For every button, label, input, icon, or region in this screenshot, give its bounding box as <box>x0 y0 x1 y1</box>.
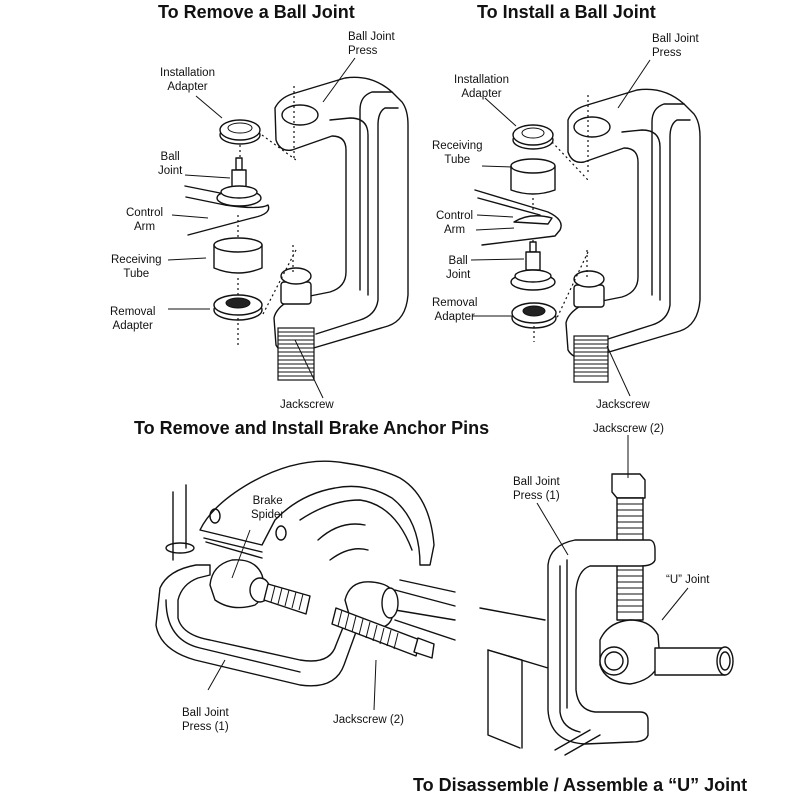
remove-jackscrew-threads <box>277 327 315 381</box>
label-install-jackscrew: Jackscrew <box>596 399 650 411</box>
brake-panel-leaders <box>207 529 377 711</box>
install-panel-press <box>551 88 701 383</box>
label-brake-press: Ball Joint Press (1) <box>182 707 229 733</box>
label-brake-spider: Brake Spider <box>251 495 285 521</box>
label-install-installation-adapter: Installation Adapter <box>454 74 509 100</box>
label-remove-press: Ball Joint Press <box>348 31 395 57</box>
label-ujoint-press: Ball Joint Press (1) <box>513 476 560 502</box>
remove-panel-press <box>261 76 409 381</box>
label-install-removal-adapter: Removal Adapter <box>432 297 478 323</box>
label-brake-jackscrew: Jackscrew (2) <box>333 714 404 726</box>
label-remove-ball-joint: Ball Joint <box>158 151 183 177</box>
install-jackscrew-threads <box>573 335 609 383</box>
label-install-ball-joint: Ball Joint <box>446 255 471 281</box>
title-remove-ball-joint: To Remove a Ball Joint <box>158 2 355 22</box>
label-remove-control-arm: Control Arm <box>126 207 164 233</box>
label-remove-jackscrew: Jackscrew <box>280 399 334 411</box>
label-install-press: Ball Joint Press <box>652 33 699 59</box>
remove-panel-leaders <box>167 57 356 399</box>
title-brake-anchor-pins: To Remove and Install Brake Anchor Pins <box>134 418 490 438</box>
label-remove-removal-adapter: Removal Adapter <box>110 306 156 332</box>
install-panel-parts <box>474 124 562 342</box>
ujoint-panel-art <box>479 473 734 756</box>
remove-panel-parts <box>184 119 270 345</box>
label-install-receiving-tube: Receiving Tube <box>432 140 483 166</box>
label-install-control-arm: Control Arm <box>436 210 474 236</box>
label-ujoint-jackscrew: Jackscrew (2) <box>593 423 664 435</box>
label-remove-receiving-tube: Receiving Tube <box>111 254 162 280</box>
label-ujoint-u-joint: “U” Joint <box>666 574 710 586</box>
brake-panel-art <box>155 460 456 687</box>
ujoint-panel-leaders <box>536 435 689 621</box>
install-panel-leaders <box>470 59 651 397</box>
title-install-ball-joint: To Install a Ball Joint <box>477 2 656 22</box>
title-u-joint: To Disassemble / Assemble a “U” Joint <box>413 775 748 795</box>
label-remove-installation-adapter: Installation Adapter <box>160 67 215 93</box>
